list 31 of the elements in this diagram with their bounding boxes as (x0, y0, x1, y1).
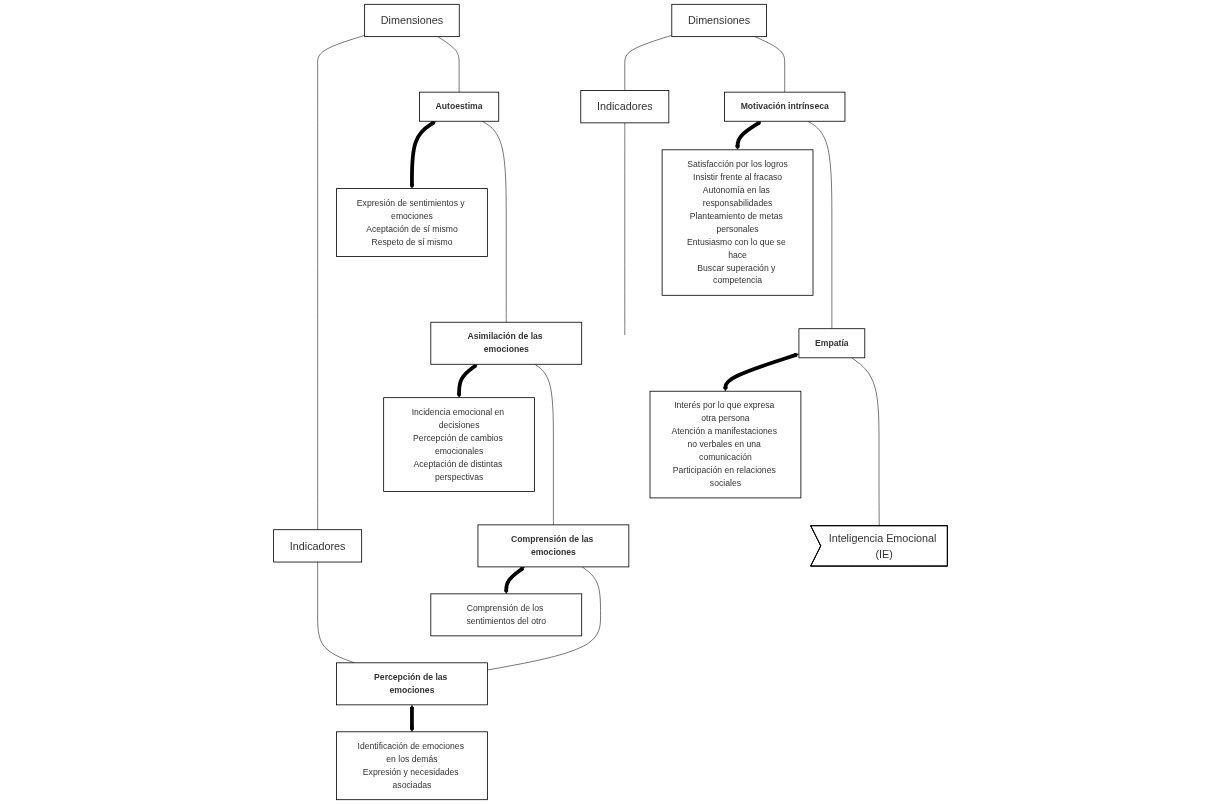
node-box: Empatía (798, 328, 866, 359)
connector (807, 121, 833, 329)
connector (754, 36, 785, 93)
node-box: Motivación intrínseca (724, 91, 846, 122)
connector (534, 364, 554, 526)
node-box: Expresión de sentimientos y emociones Aceptación de sí mismo Respeto de sí mismo (336, 188, 488, 257)
connector (487, 566, 601, 671)
node-box: Dimensiones (671, 3, 767, 38)
connector (624, 35, 673, 91)
arrow (503, 566, 525, 595)
node-box: Indicadores (580, 90, 670, 124)
arrow (735, 120, 762, 150)
arrow (409, 704, 415, 732)
node-box: Satisfacción por los logros Insistir frente al fracaso Autonomía en las responsabilidades Planteamiento de metas personales Entusiasmo con lo que se hace Buscar superación y competencia (661, 149, 814, 296)
node-box: Indicadores (273, 529, 363, 563)
node-box: Incidencia emocional en decisiones Percepción de cambios emocionales Aceptación de distintas perspectivas (383, 397, 535, 492)
arrow (409, 120, 436, 189)
connector (437, 36, 460, 93)
node-box: Dimensiones (364, 3, 460, 38)
node-box: Percepción de las emociones (336, 662, 488, 706)
node-box: Identificación de emociones en los demás Expresión y necesidades asociadas (336, 731, 488, 801)
node-box: Interés por lo que expresa otra persona Atención a manifestaciones no verbales en una comunicación Participación en relaciones sociales (649, 390, 802, 499)
arrow (456, 364, 478, 398)
connector (481, 121, 507, 323)
node-box: Comprensión de los sentimientos del otro (430, 593, 583, 637)
node-box: Comprensión de las emociones (477, 524, 630, 568)
arrow (723, 352, 799, 392)
connector (317, 35, 365, 530)
node-box: Asimilación de las emociones (430, 321, 583, 365)
node-box: Autoestima (419, 91, 500, 122)
connector (851, 357, 880, 527)
